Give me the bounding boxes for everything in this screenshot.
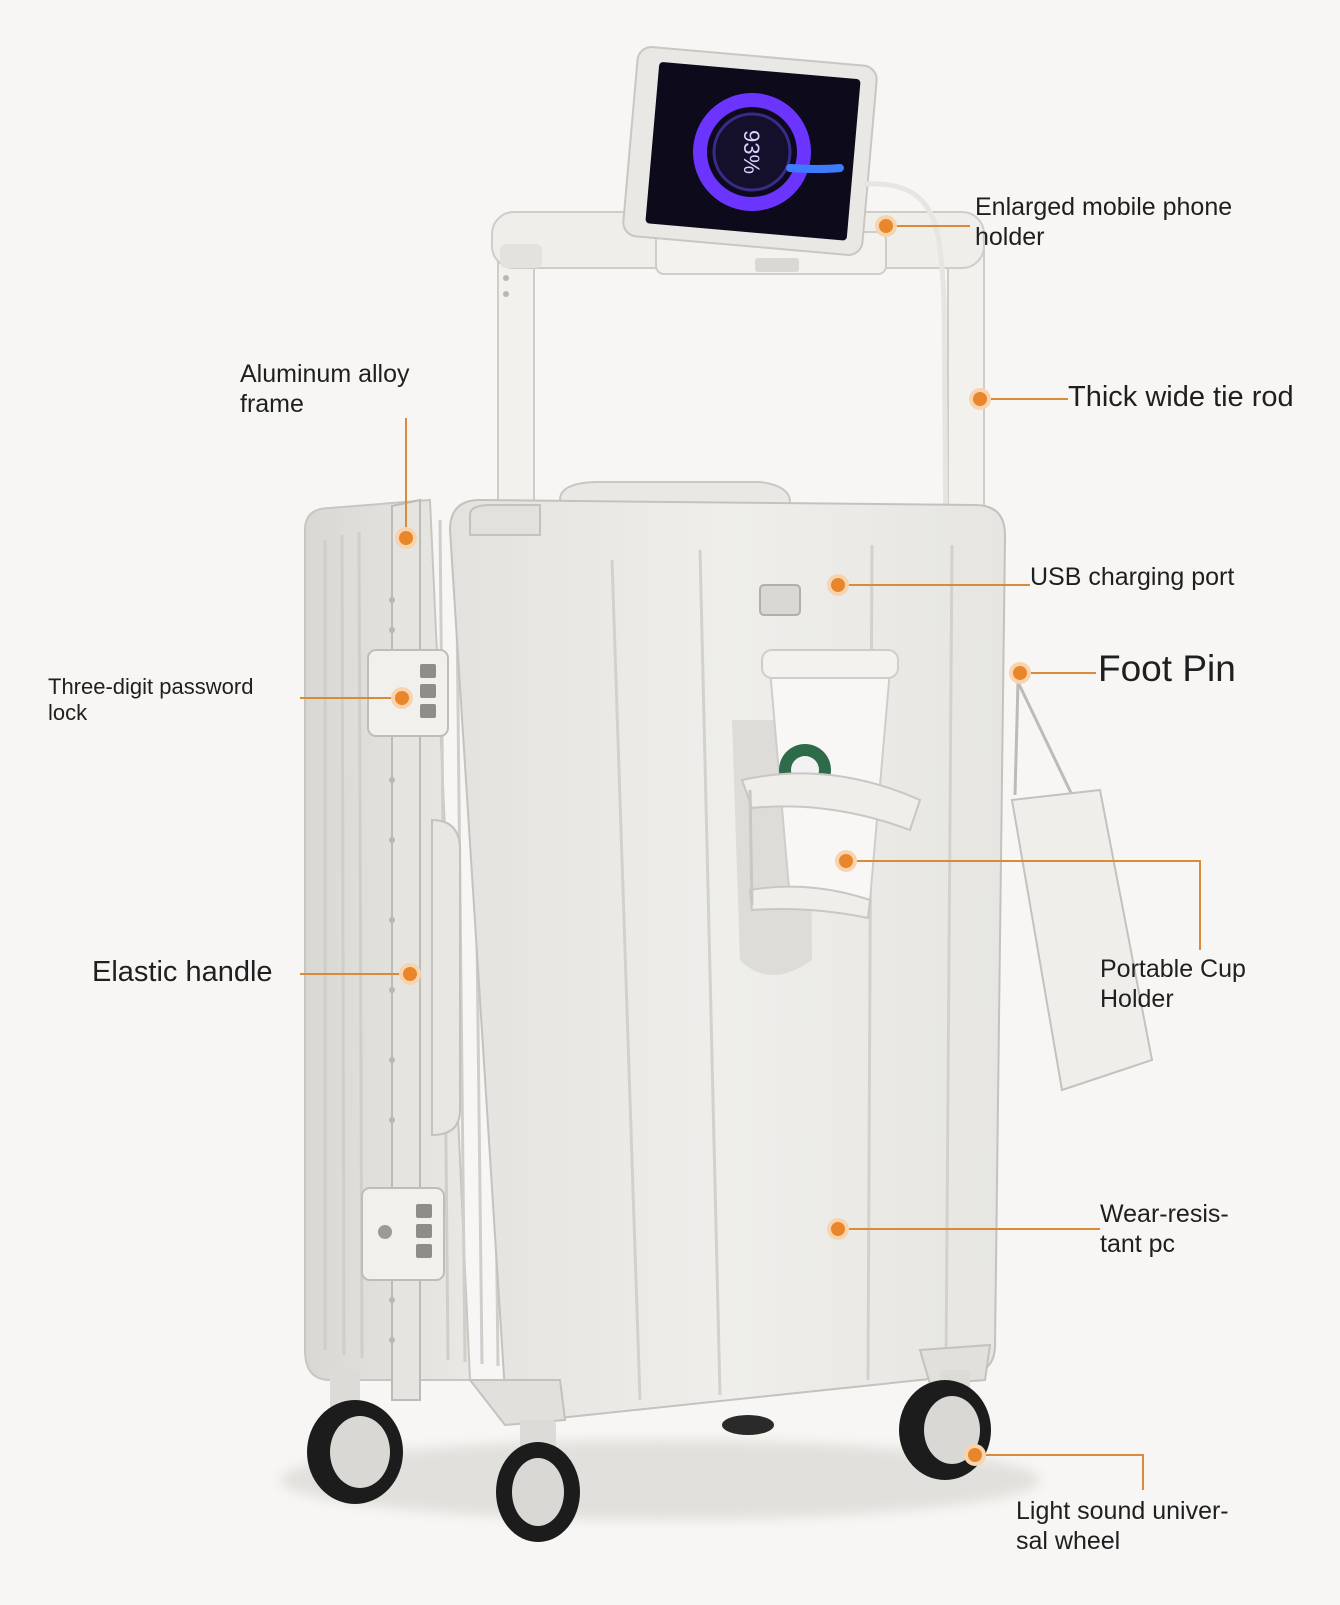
callout-password-lock: Three-digit password lock	[48, 674, 254, 725]
callout-usb-port: USB charging port	[1030, 563, 1235, 591]
side-handle	[431, 818, 461, 1137]
wheel-back-left	[307, 1370, 403, 1504]
wheel-front-left	[496, 1420, 580, 1542]
battery-percent: 93%	[739, 130, 764, 174]
callout-tie-rod: Thick wide tie rod	[1068, 381, 1294, 413]
callout-phone-holder: Enlarged mobile phone holder	[975, 193, 1233, 251]
callout-cup-holder: Portable Cup Holder	[1100, 955, 1246, 1013]
floor-shadow	[280, 1440, 1040, 1520]
frame-rivets	[389, 597, 395, 1343]
cup-holder	[740, 649, 922, 920]
callout-aluminum-frame: Aluminum alloy frame	[240, 360, 410, 418]
wheel-back-right	[722, 1415, 774, 1435]
leader-lines	[300, 225, 1201, 1490]
callout-foot-pin: Foot Pin	[1098, 648, 1236, 689]
callout-wheel: Light sound univer- sal wheel	[1016, 1497, 1229, 1555]
usb-port	[759, 584, 801, 616]
suitcase-front-shell	[448, 498, 1007, 1422]
callout-wear-resistant: Wear-resis- tant pc	[1100, 1200, 1229, 1258]
shopping-bag	[1010, 681, 1154, 1092]
corner-guard	[467, 1379, 567, 1427]
corner-guard	[918, 1343, 992, 1386]
top-carry-handle	[559, 481, 791, 503]
tablet: 93%	[622, 46, 878, 256]
charging-ring	[693, 93, 811, 211]
lock-lower	[361, 1187, 445, 1281]
callout-elastic-handle: Elastic handle	[92, 956, 273, 988]
callout-markers	[391, 215, 1031, 1466]
